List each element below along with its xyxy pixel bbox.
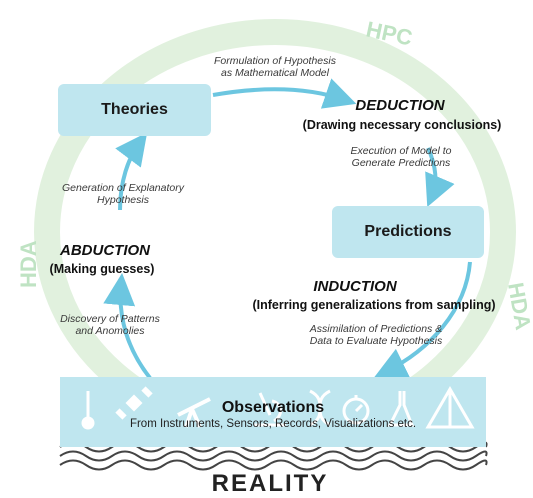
abduction-title: ABDUCTION — [60, 242, 150, 259]
observations-title: Observations — [221, 399, 325, 416]
hda-left-label: HDA — [16, 240, 41, 288]
assimilation-label: Assimilation of Predictions &Data to Eva… — [309, 323, 443, 347]
pyramid-icon — [425, 386, 475, 429]
arrow-deduction-to-predictions — [425, 147, 455, 208]
reality-label: REALITY — [211, 470, 329, 497]
abduction-subtitle: (Making guesses) — [49, 262, 155, 276]
reality-wave-2 — [59, 450, 488, 462]
predictions-label: Predictions — [364, 223, 452, 240]
stopwatch-icon — [342, 395, 370, 425]
observations-band: Observations From Instruments, Sensors, … — [60, 377, 486, 447]
observations-subtitle: From Instruments, Sensors, Records, Visu… — [129, 418, 417, 430]
arrow-predictions-to-observations — [374, 261, 472, 378]
reality-wave-3 — [59, 459, 488, 471]
arrow-observations-to-abduction — [103, 273, 152, 380]
theories-box: Theories — [58, 84, 211, 136]
arrow-abduction-to-theories — [115, 132, 148, 211]
instrument-icons — [81, 386, 475, 430]
deduction-title: DEDUCTION — [355, 97, 445, 114]
telescope-icon — [177, 397, 211, 428]
arrow-theories-to-deduction — [212, 78, 357, 109]
deduction-subtitle: (Drawing necessary conclusions) — [302, 118, 502, 132]
predictions-box: Predictions — [332, 206, 484, 258]
induction-title: INDUCTION — [313, 278, 397, 295]
microscope-icon — [254, 392, 286, 427]
dna-icon — [309, 389, 331, 427]
thermometer-icon — [81, 391, 95, 430]
flask-icon — [387, 391, 415, 427]
theories-label: Theories — [101, 101, 168, 118]
induction-subtitle: (Inferring generalizations from sampling… — [252, 298, 496, 312]
